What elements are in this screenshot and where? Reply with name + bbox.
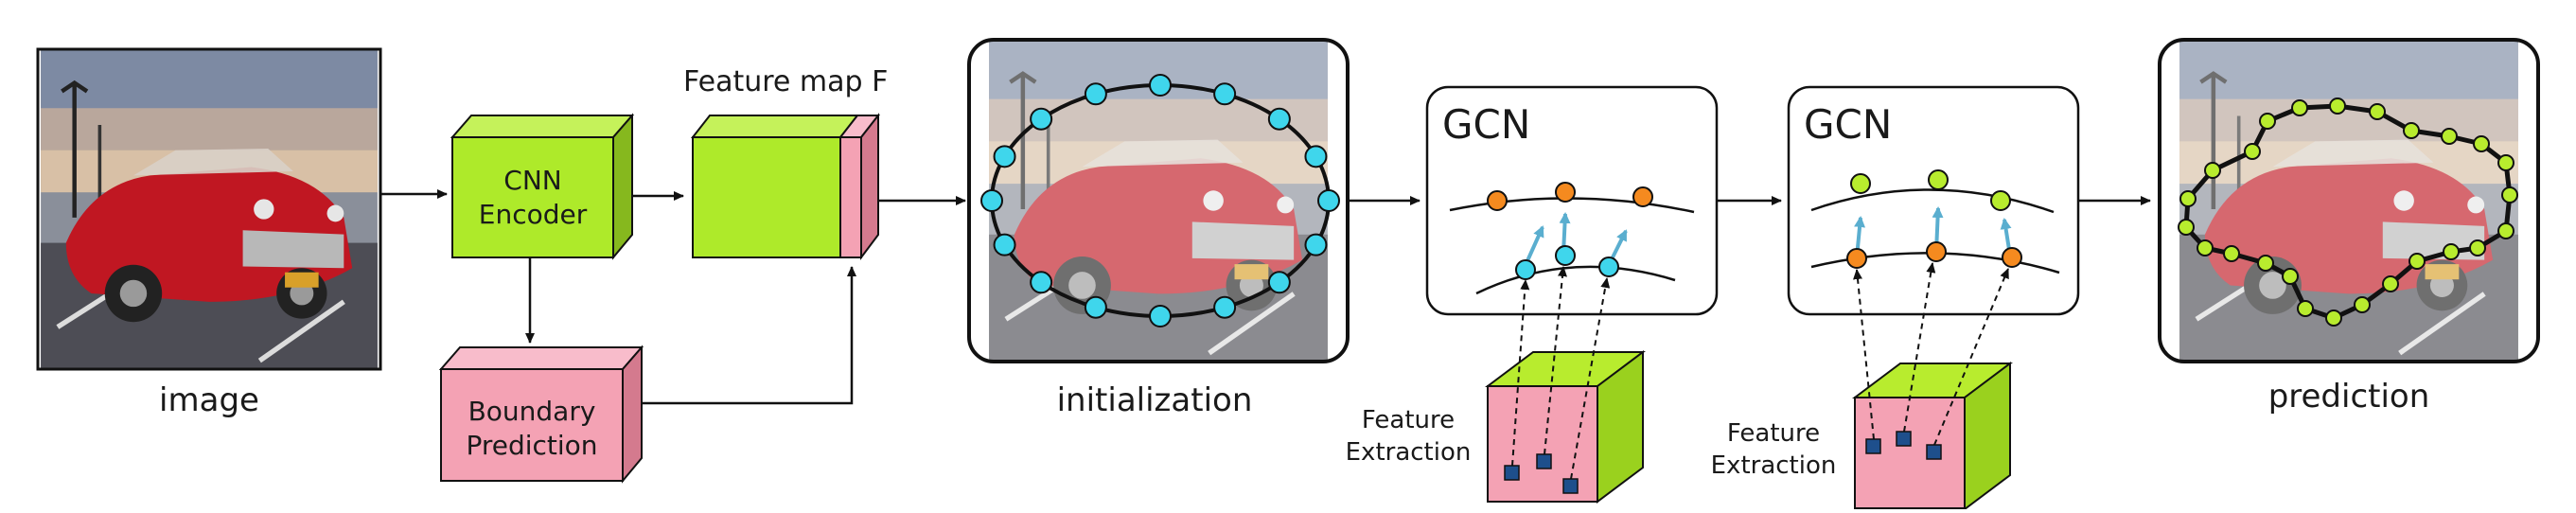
pred-vertex bbox=[2223, 245, 2240, 262]
pred-vertex bbox=[2497, 154, 2514, 171]
init-vertex bbox=[1213, 82, 1237, 106]
init-vertex bbox=[1084, 295, 1107, 319]
pred-vertex bbox=[2178, 219, 2195, 236]
feature-cube-2 bbox=[1852, 262, 2013, 511]
pred-vertex bbox=[2382, 275, 2399, 292]
pred-vertex bbox=[2297, 300, 2314, 317]
init-vertex bbox=[1030, 107, 1053, 131]
pred-vertex bbox=[2403, 122, 2420, 139]
boundary-label-1: Boundary bbox=[468, 396, 596, 427]
init-vertex bbox=[993, 145, 1016, 168]
initialization-label: initialization bbox=[1057, 381, 1253, 419]
pred-vertex bbox=[2257, 255, 2274, 272]
feature-extraction-1-label-1: Feature bbox=[1362, 406, 1455, 434]
init-vertex bbox=[1317, 189, 1340, 212]
init-vertex bbox=[1213, 295, 1237, 319]
initial-vertices bbox=[980, 74, 1340, 327]
pred-vertex bbox=[2441, 128, 2458, 145]
pred-vertex bbox=[2501, 186, 2518, 203]
boundary-label-2: Prediction bbox=[466, 430, 597, 461]
input-image bbox=[36, 47, 382, 371]
feature-extraction-2-label-2: Extraction bbox=[1711, 451, 1837, 480]
pred-vertex bbox=[2329, 97, 2346, 115]
init-vertex bbox=[1304, 145, 1328, 168]
pred-vertex bbox=[2325, 310, 2342, 327]
pred-vertex bbox=[2244, 143, 2261, 160]
arrow-boundary-to-featuremap bbox=[642, 266, 856, 405]
init-vertex bbox=[1030, 271, 1053, 294]
pred-vertex bbox=[2369, 103, 2386, 120]
boundary-prediction-block bbox=[438, 345, 644, 484]
feature-extraction-1-label-2: Extraction bbox=[1346, 438, 1472, 467]
gcn-1-label: GCN bbox=[1442, 101, 1530, 148]
init-vertex bbox=[993, 233, 1016, 256]
init-vertex bbox=[1149, 74, 1172, 97]
cnn-encoder-label-1: CNN bbox=[503, 165, 561, 196]
init-vertex bbox=[1267, 107, 1291, 131]
init-vertex bbox=[1304, 233, 1328, 256]
predicted-vertices bbox=[2178, 97, 2518, 327]
init-vertex bbox=[1149, 305, 1172, 327]
prediction-label: prediction bbox=[2268, 378, 2430, 416]
pred-vertex bbox=[2408, 253, 2426, 270]
pred-vertex bbox=[2469, 239, 2486, 256]
feature-cube-1 bbox=[1485, 266, 1646, 504]
pred-vertex bbox=[2473, 135, 2490, 152]
pred-vertex bbox=[2291, 99, 2308, 116]
init-vertex bbox=[980, 189, 1003, 212]
init-vertex bbox=[1084, 82, 1107, 106]
pred-vertex bbox=[2497, 222, 2514, 239]
pred-vertex bbox=[2204, 162, 2221, 179]
prediction-image bbox=[2158, 38, 2540, 363]
feature-map-block bbox=[690, 113, 881, 260]
gcn-2-graph bbox=[1810, 169, 2060, 274]
pred-vertex bbox=[2354, 296, 2371, 313]
feature-extraction-2-label-1: Feature bbox=[1727, 419, 1820, 448]
gcn-2-label: GCN bbox=[1804, 101, 1892, 148]
cnn-encoder-label-2: Encoder bbox=[479, 199, 588, 230]
cnn-encoder-block bbox=[450, 113, 635, 260]
pred-vertex bbox=[2197, 239, 2214, 256]
pred-vertex bbox=[2443, 243, 2460, 260]
pred-vertex bbox=[2282, 268, 2299, 285]
pred-vertex bbox=[2259, 113, 2276, 130]
init-vertex bbox=[1267, 271, 1291, 294]
image-label: image bbox=[159, 381, 259, 419]
pred-vertex bbox=[2179, 190, 2197, 207]
feature-map-label: Feature map F bbox=[683, 65, 888, 98]
gcn-1-graph bbox=[1449, 182, 1695, 295]
